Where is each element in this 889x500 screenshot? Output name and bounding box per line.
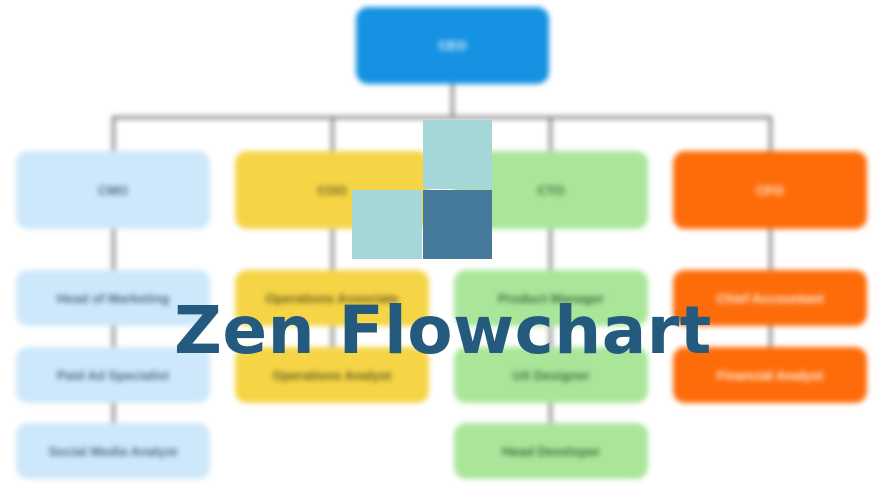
connector-line: [112, 116, 115, 154]
role-node: Head Developer: [454, 423, 648, 479]
cfo-node: CFO: [673, 151, 867, 229]
logo-square-bottom-left: [352, 190, 422, 259]
role-node: Social Media Analyst: [16, 423, 210, 479]
role-node: Paid Ad Specialist: [16, 347, 210, 403]
connector-line: [769, 116, 772, 154]
role-node: Chief Accountant: [673, 270, 867, 326]
brand-title: Zen Flowchart: [174, 292, 712, 369]
role-node: Operations Analyst: [235, 347, 429, 403]
connector-line: [331, 116, 334, 154]
connector-line: [112, 228, 115, 428]
connector-line: [549, 116, 552, 154]
connector-line: [451, 82, 454, 118]
role-node: Head of Marketing: [16, 270, 210, 326]
role-node: Product Manager: [454, 270, 648, 326]
logo-square-top-right: [423, 120, 492, 189]
ceo-node: CEO: [356, 7, 549, 84]
role-node: Operations Associate: [235, 270, 429, 326]
role-node: UX Designer: [454, 347, 648, 403]
logo-square-bottom-right: [423, 190, 492, 259]
cmo-node: CMO: [16, 151, 210, 229]
connector-line: [112, 116, 772, 119]
role-node: Financial Analyst: [673, 347, 867, 403]
connector-line: [549, 228, 552, 428]
